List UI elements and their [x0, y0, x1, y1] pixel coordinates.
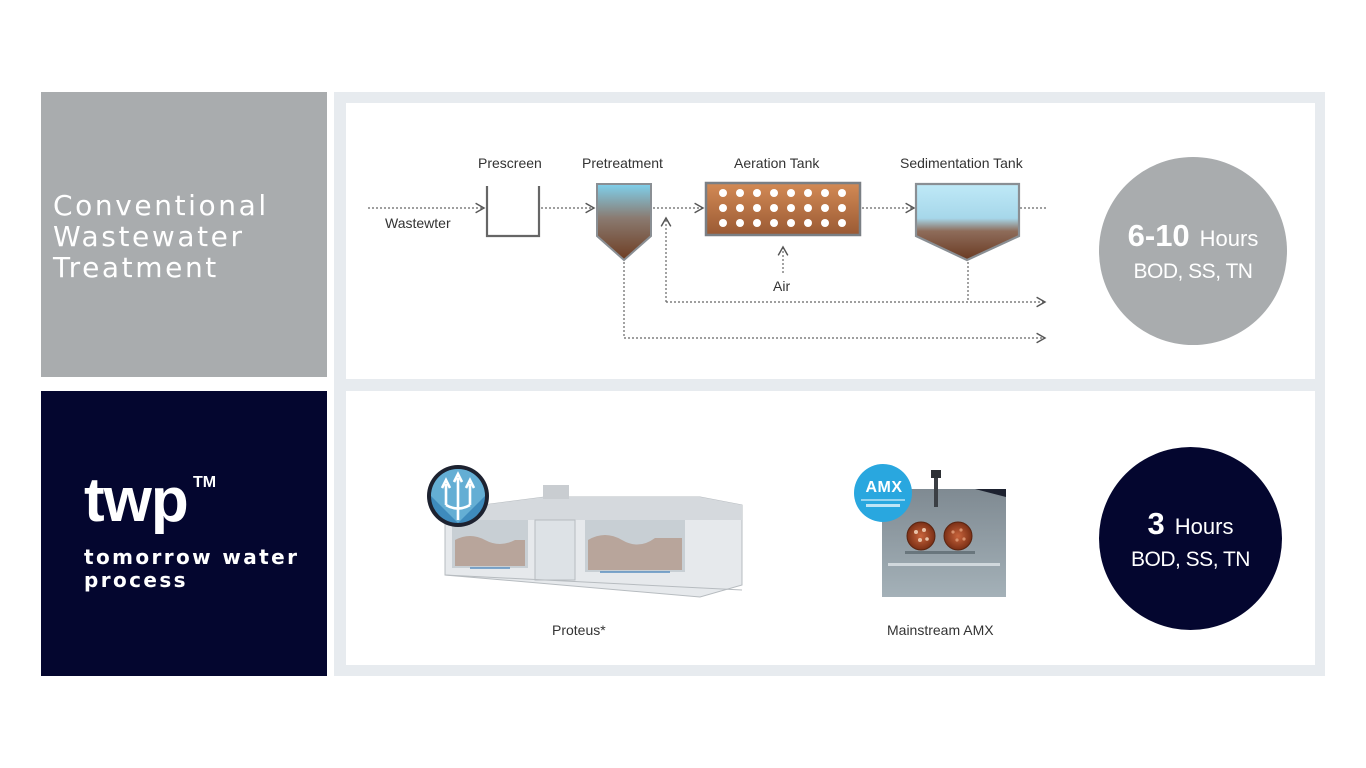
conventional-metrics: BOD, SS, TN: [1133, 260, 1253, 283]
prescreen-label: Prescreen: [478, 155, 542, 171]
wastewater-input-label: Wastewter: [385, 215, 451, 231]
twp-time-value: 3: [1147, 505, 1165, 541]
aeration-tank: [704, 181, 862, 237]
proteus-caption: Proteus*: [552, 622, 606, 638]
conventional-title-line-2: Wastewater: [53, 220, 245, 253]
twp-trademark: TM: [193, 474, 217, 491]
twp-time-unit: Hours: [1174, 513, 1234, 539]
amx-tank-illustration: [882, 470, 1006, 597]
conventional-title-line-1: Conventional: [53, 189, 269, 222]
air-label: Air: [773, 278, 791, 294]
conventional-result-circle: 6-10 Hours BOD, SS, TN: [1099, 157, 1287, 345]
twp-label-panel: [41, 391, 327, 676]
conventional-title: Conventional Wastewater Treatment: [53, 190, 269, 283]
conventional-label-panel: [41, 92, 327, 377]
conventional-title-line-3: Treatment: [53, 251, 219, 284]
twp-subtitle: tomorrow water process: [84, 546, 299, 592]
aeration-tank-label: Aeration Tank: [734, 155, 820, 171]
twp-result-circle: 3 Hours BOD, SS, TN: [1099, 447, 1282, 630]
conventional-time-unit: Hours: [1199, 226, 1259, 251]
amx-badge-icon: [854, 464, 912, 522]
pretreatment-label: Pretreatment: [582, 155, 663, 171]
mainstream-amx-caption: Mainstream AMX: [887, 622, 994, 638]
conventional-time-value: 6-10: [1127, 218, 1190, 253]
sedimentation-tank-label: Sedimentation Tank: [900, 155, 1023, 171]
prescreen-tank: [485, 186, 541, 238]
amx-badge-label: AMX: [865, 479, 903, 496]
sedimentation-tank: [914, 182, 1021, 262]
twp-subtitle-line-1: tomorrow water: [84, 545, 300, 569]
twp-metrics: BOD, SS, TN: [1131, 547, 1250, 571]
proteus-trident-icon: [427, 465, 489, 527]
twp-subtitle-line-2: process: [84, 568, 188, 592]
twp-logo: twp: [84, 466, 189, 535]
aeration-bubbles: [719, 189, 846, 227]
pretreatment-tank: [596, 183, 652, 262]
twp-time: 3 Hours: [1148, 506, 1234, 542]
proteus-plant-illustration: [444, 485, 743, 598]
conventional-time: 6-10 Hours: [1128, 218, 1259, 254]
